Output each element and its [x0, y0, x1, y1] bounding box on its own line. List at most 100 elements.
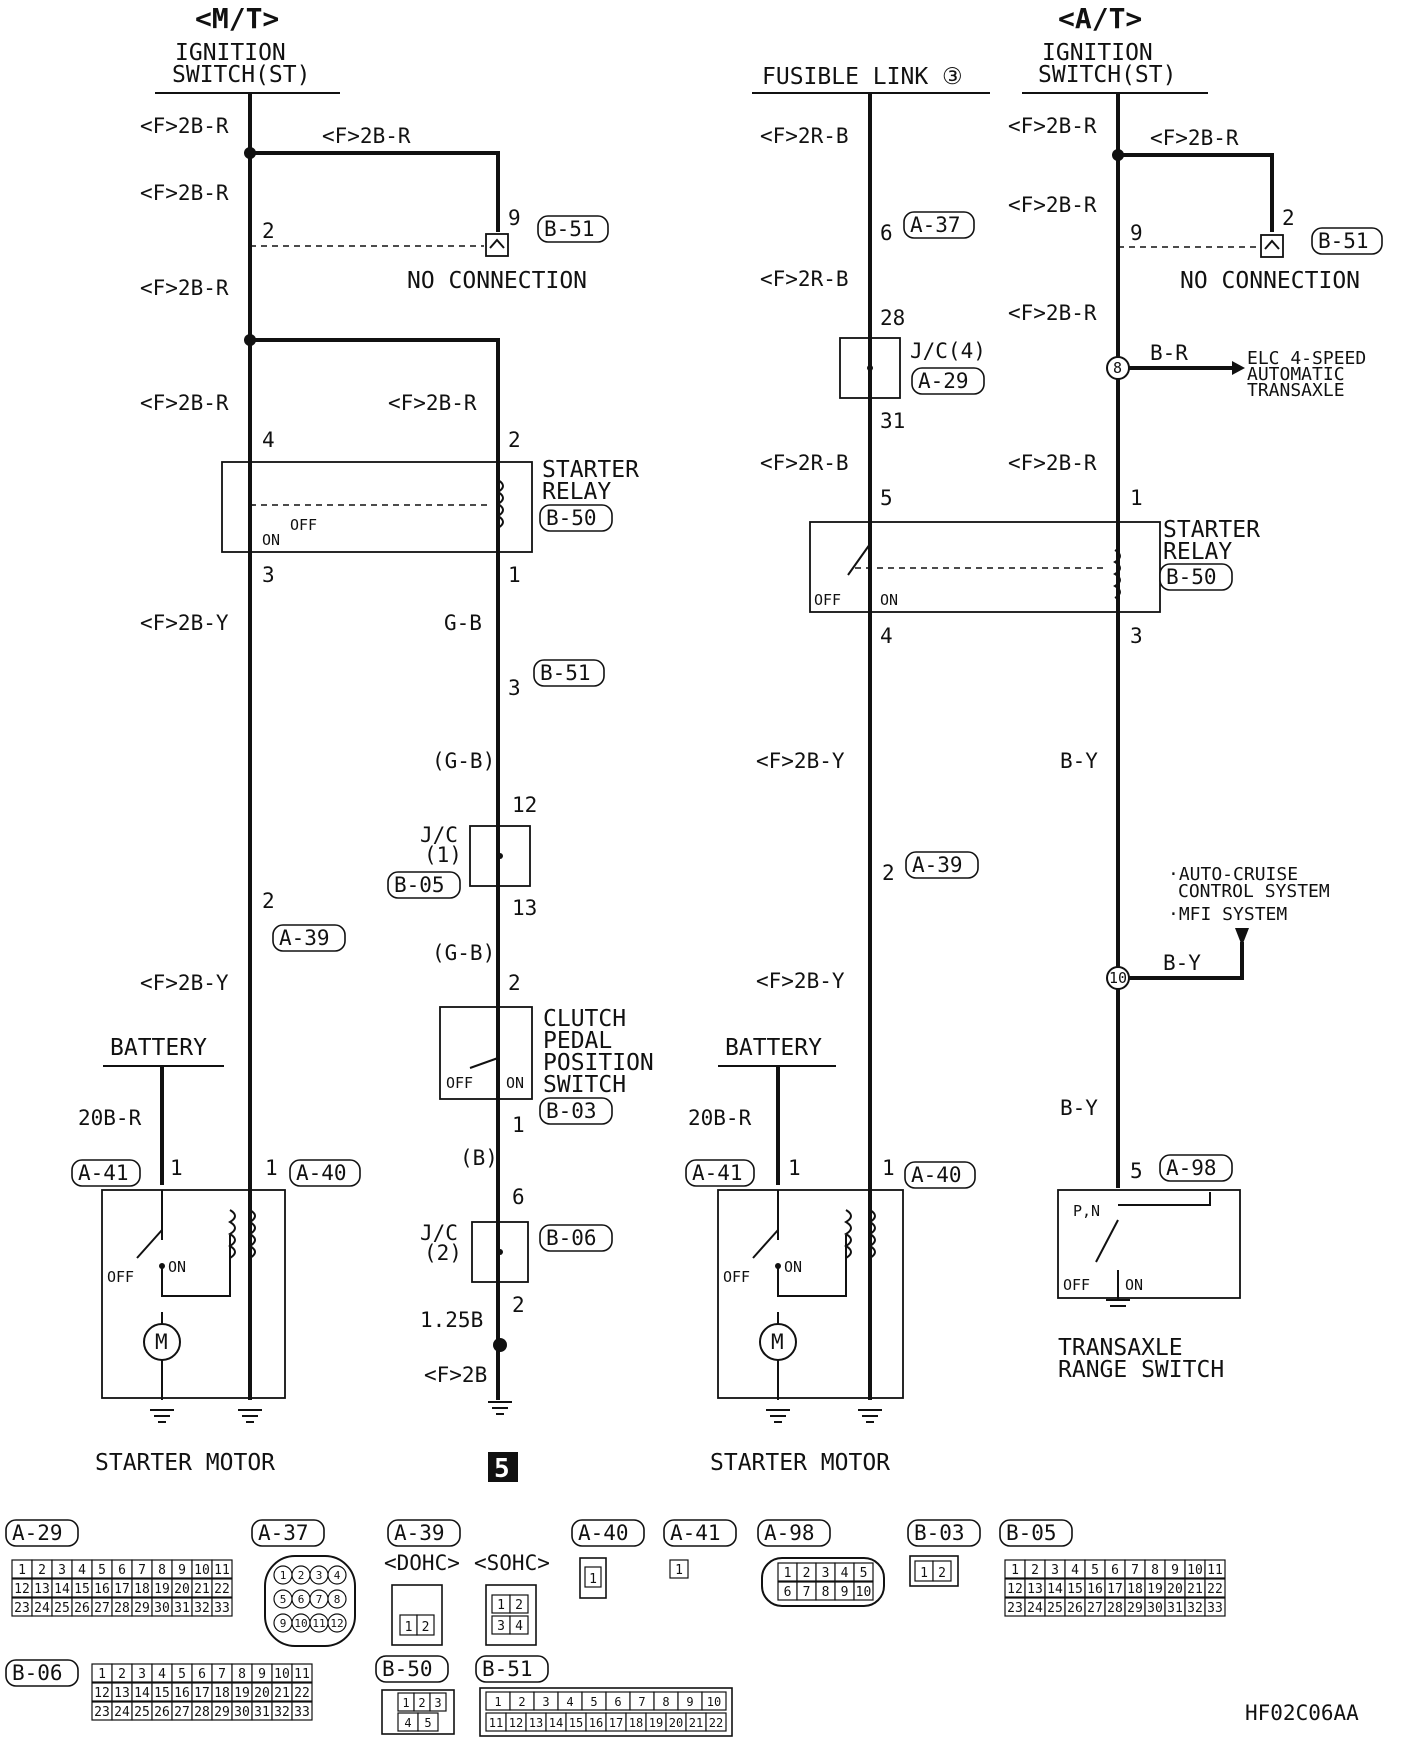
pin-cell: 3 [542, 1695, 549, 1709]
pin-cell: 2 [1031, 1563, 1039, 1578]
pin-cell: 4 [158, 1667, 166, 1682]
wire-label: B-Y [1163, 951, 1201, 975]
transaxle-range-switch [1057, 1189, 1241, 1299]
on-label: ON [880, 591, 898, 609]
off-label: OFF [107, 1268, 134, 1286]
pin-cell: 28 [1107, 1601, 1123, 1616]
svg-text:B-05: B-05 [394, 873, 445, 897]
pin-cell: 13 [529, 1716, 543, 1730]
connector-id-b51: B-51 [533, 659, 605, 687]
pin-cell: 19 [1147, 1582, 1163, 1597]
header-mt: <M/T> [195, 2, 279, 35]
starter-relay-at-l1: STARTER [1163, 517, 1260, 543]
header-at: <A/T> [1058, 2, 1142, 35]
legend-b50: B-50 [382, 1657, 433, 1681]
on-label: ON [506, 1074, 524, 1092]
legend-a40: A-40 [578, 1521, 629, 1545]
wire-label: (G-B) [432, 749, 495, 773]
wire-label: <F>2B [424, 1363, 487, 1387]
starter-relay-mt [221, 461, 533, 553]
pin-label: 28 [880, 306, 905, 330]
pin-label: 1 [788, 1156, 801, 1180]
connector-id-a39: A-39 [272, 924, 346, 952]
legend-a41: A-41 [670, 1521, 721, 1545]
wire-label: <F>2R-B [760, 267, 849, 291]
pin-cell: 25 [134, 1705, 150, 1720]
pin-cell: 10 [194, 1563, 210, 1578]
pin-cell: 12 [14, 1582, 30, 1597]
pin-cell: 27 [174, 1705, 190, 1720]
pin-cell: 14 [134, 1686, 150, 1701]
cruise-l1: ·AUTO-CRUISE [1168, 864, 1298, 885]
wire-label: G-B [444, 611, 482, 635]
pin-label: 2 [1282, 206, 1295, 230]
starter-relay-at-l2: RELAY [1163, 539, 1232, 565]
pin-label: 6 [512, 1185, 525, 1209]
pin-cell: 5 [98, 1563, 106, 1578]
pin-label: 2 [882, 861, 895, 885]
cruise-l3: ·MFI SYSTEM [1168, 904, 1287, 925]
connector-id-a41: A-41 [685, 1159, 755, 1187]
pin-cell: 8 [334, 1593, 341, 1606]
pin-cell: 11 [294, 1667, 310, 1682]
wire-label: <F>2B-R [1008, 114, 1097, 138]
pin-cell: 6 [298, 1593, 305, 1606]
fusible-link-label: FUSIBLE LINK ③ [762, 64, 963, 90]
legend-a41-box [663, 1519, 737, 1547]
wire-label: <F>2B-R [140, 391, 229, 415]
pin-cell: 5 [178, 1667, 186, 1682]
connector-id-a29: A-29 [911, 367, 985, 395]
pin-label: 3 [508, 676, 521, 700]
motor-m: M [155, 1330, 168, 1354]
ign-mt-line2: SWITCH(ST) [172, 62, 310, 88]
connector-id-b05: B-05 [387, 871, 461, 899]
pin-cell: 8 [158, 1563, 166, 1578]
jc1-l1: J/C [420, 823, 458, 847]
pin-cell: 28 [114, 1601, 130, 1616]
wire-label: 20B-R [78, 1106, 142, 1130]
pin-cell: 2 [118, 1667, 126, 1682]
pin-cell: 1 [675, 1563, 683, 1578]
pin-label: 5 [880, 486, 893, 510]
pin-cell: 26 [1067, 1601, 1083, 1616]
pin-cell: 29 [134, 1601, 150, 1616]
pin-cell: 8 [1151, 1563, 1159, 1578]
pin-label: 1 [1130, 486, 1143, 510]
legend-b05-box [999, 1519, 1073, 1547]
pn-label: P,N [1073, 1202, 1100, 1220]
pin-cell: 19 [154, 1582, 170, 1597]
pin-cell: 4 [334, 1569, 341, 1582]
legend-b05: B-05 [1006, 1521, 1057, 1545]
pin-cell: 20 [174, 1582, 190, 1597]
pin-label: 4 [880, 624, 893, 648]
starter-relay-l2: RELAY [542, 479, 611, 505]
jc4-label: J/C(4) [910, 339, 986, 363]
pin-cell: 26 [154, 1705, 170, 1720]
starter-motor-mt [101, 1189, 286, 1399]
pin-cell: 5 [860, 1566, 868, 1581]
pin-cell: 25 [54, 1601, 70, 1616]
pin-cell: 14 [549, 1716, 563, 1730]
connector-id-b06: B-06 [539, 1224, 613, 1252]
legend-a39-box [387, 1519, 461, 1547]
wire-label: <F>2B-Y [756, 969, 845, 993]
legend-b06-box [5, 1659, 79, 1687]
clutch-l2: PEDAL [543, 1028, 612, 1054]
pin-cell: 1 [920, 1566, 928, 1581]
jc1-box [469, 825, 531, 887]
jc1-l2: (1) [424, 843, 462, 867]
wire-label: <F>2B-Y [140, 611, 229, 635]
pin-cell: 5 [590, 1695, 597, 1709]
pin-cell: 3 [1051, 1563, 1059, 1578]
pin-cell: 3 [316, 1569, 323, 1582]
pin-cell: 1 [280, 1569, 287, 1582]
pin-cell: 27 [1087, 1601, 1103, 1616]
svg-text:B-51: B-51 [1318, 229, 1369, 253]
pin-cell: 9 [841, 1585, 849, 1600]
wire-label: <F>2R-B [760, 451, 849, 475]
svg-text:B-03: B-03 [546, 1099, 597, 1123]
svg-text:A-98: A-98 [1166, 1156, 1217, 1180]
pin-cell: 31 [1167, 1601, 1183, 1616]
pin-cell: 2 [422, 1620, 430, 1635]
